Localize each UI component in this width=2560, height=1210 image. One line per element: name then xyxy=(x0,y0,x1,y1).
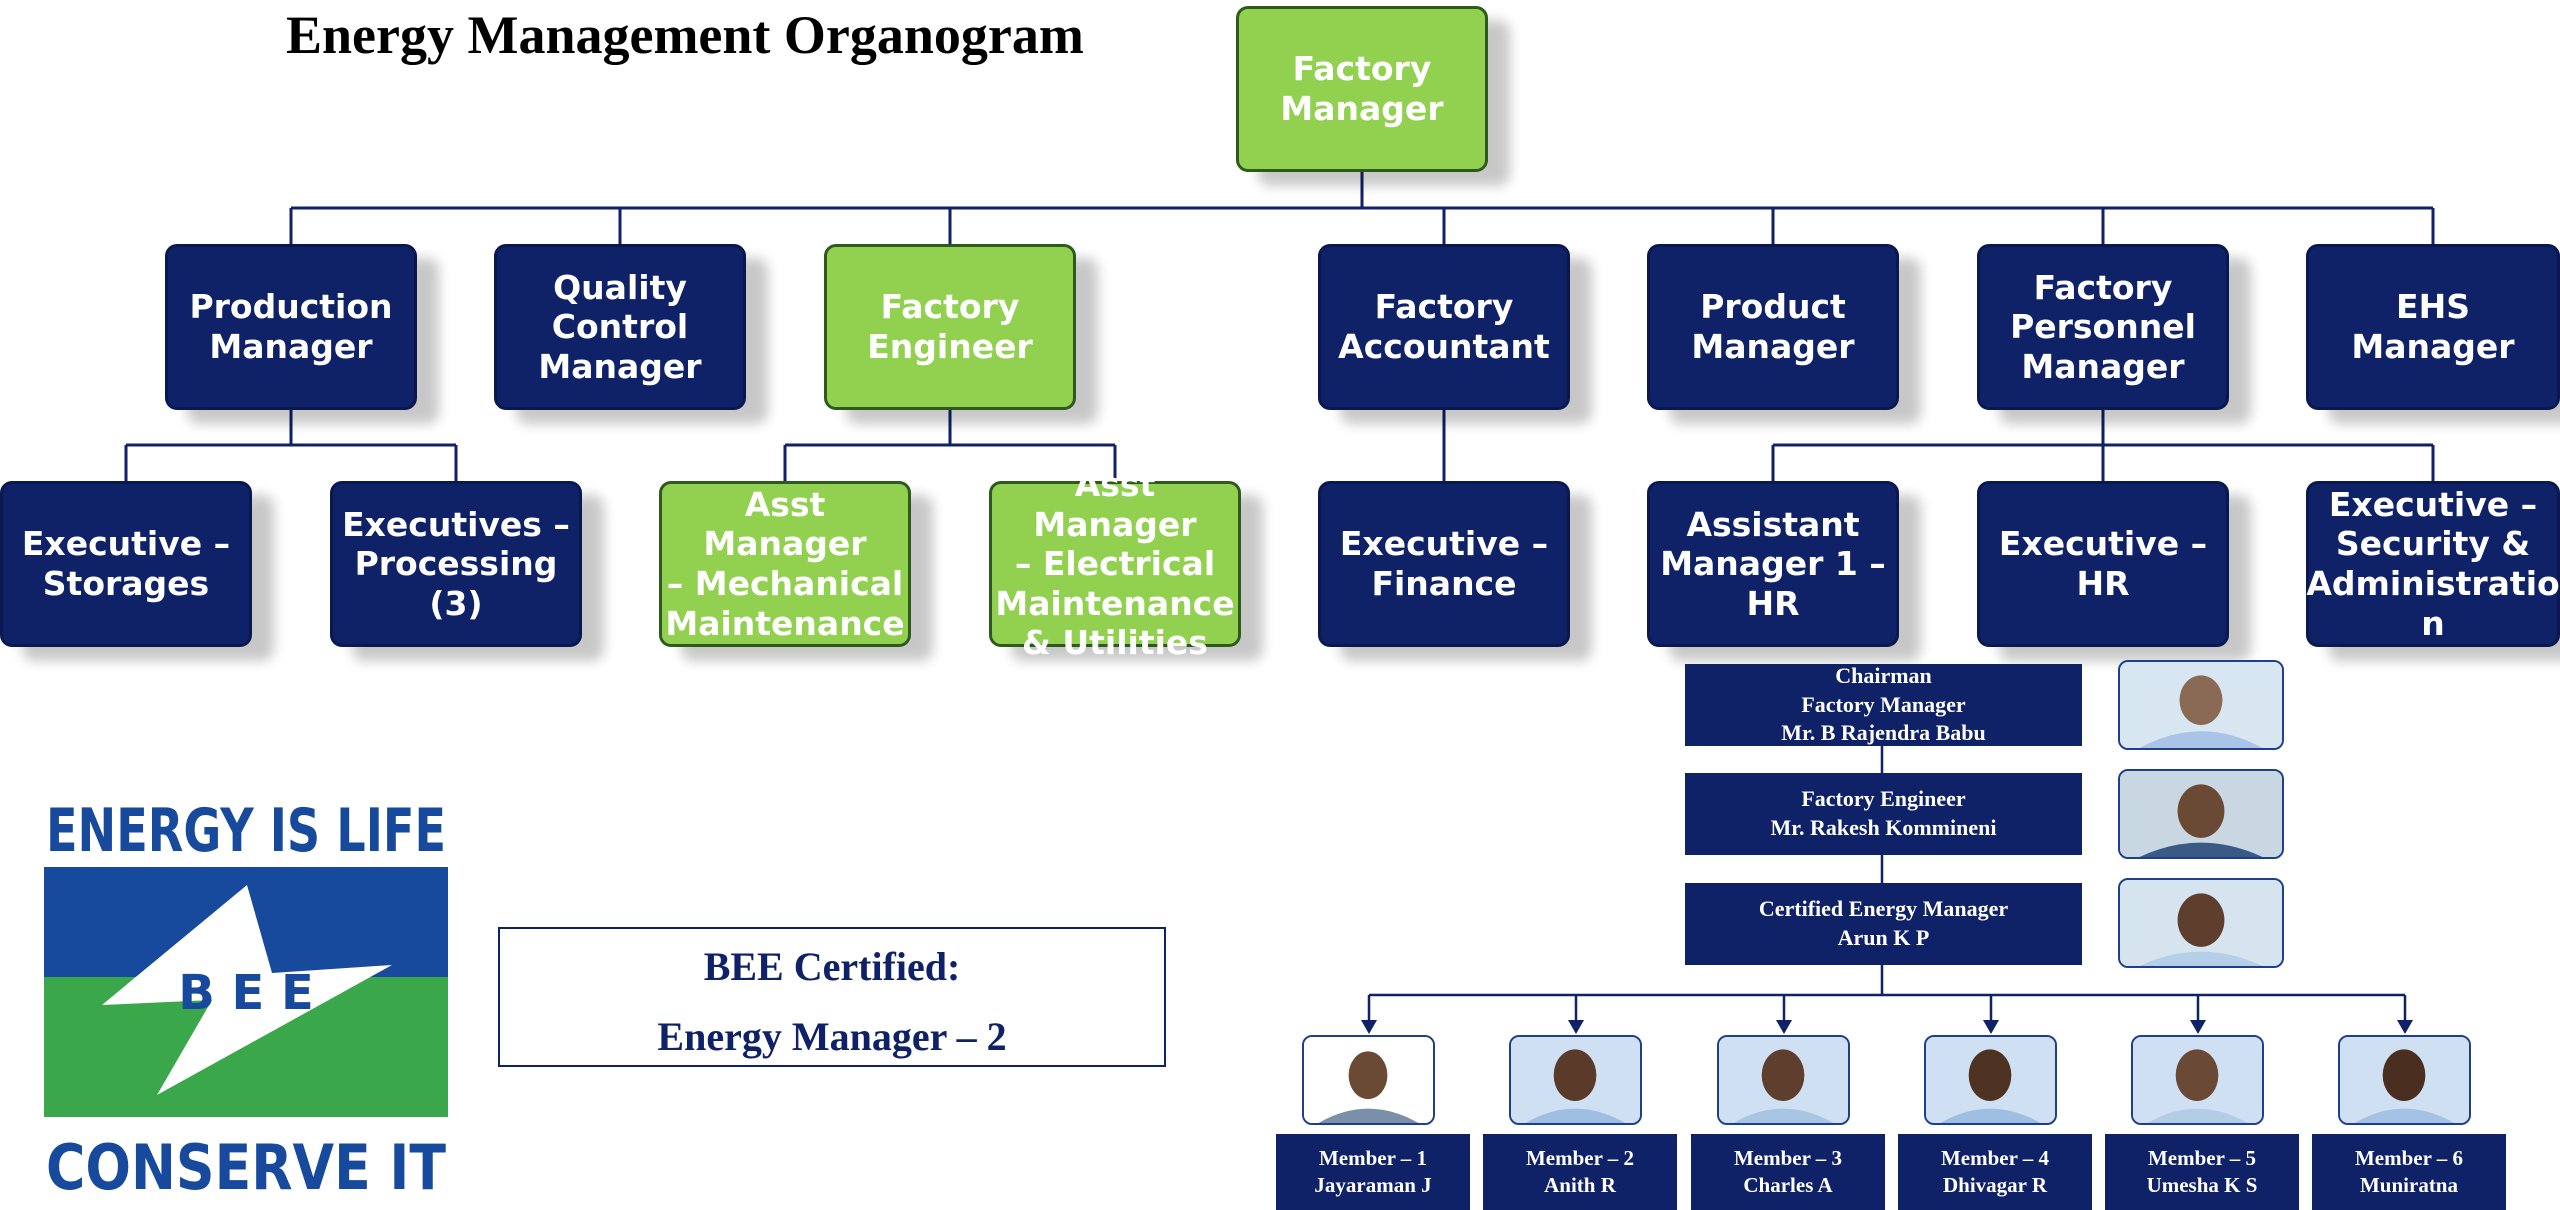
bee-logo-graphic: ENERGY IS LIFE B E E CONSERVE IT xyxy=(44,796,448,1204)
member-2-photo xyxy=(1509,1035,1642,1125)
page-title: Energy Management Organogram xyxy=(286,5,1084,65)
member-6-photo xyxy=(2338,1035,2471,1125)
logo-top-text: ENERGY IS LIFE xyxy=(46,796,446,866)
bee-certified-box: BEE Certified: Energy Manager – 2 xyxy=(498,927,1166,1067)
ehs-manager-box: EHS Manager xyxy=(2306,244,2560,410)
member-4-photo xyxy=(1924,1035,2057,1125)
logo-middle-text: B E E xyxy=(178,965,314,1021)
factory-engineer-photo xyxy=(2118,769,2284,859)
executives-processing-box: Executives –Processing (3) xyxy=(330,481,582,647)
chairman-photo xyxy=(2118,660,2284,750)
logo-bottom-text: CONSERVE IT xyxy=(46,1131,446,1195)
bee-logo: ENERGY IS LIFE B E E CONSERVE IT xyxy=(42,795,450,1204)
executive-finance-box: Executive –Finance xyxy=(1318,481,1570,647)
member-3-photo xyxy=(1717,1035,1850,1125)
energy-manager-photo xyxy=(2118,878,2284,968)
executive-hr-box: Executive –HR xyxy=(1977,481,2229,647)
executive-storages-box: Executive –Storages xyxy=(0,481,252,647)
member-5-photo xyxy=(2131,1035,2264,1125)
member-1-photo xyxy=(1302,1035,1435,1125)
